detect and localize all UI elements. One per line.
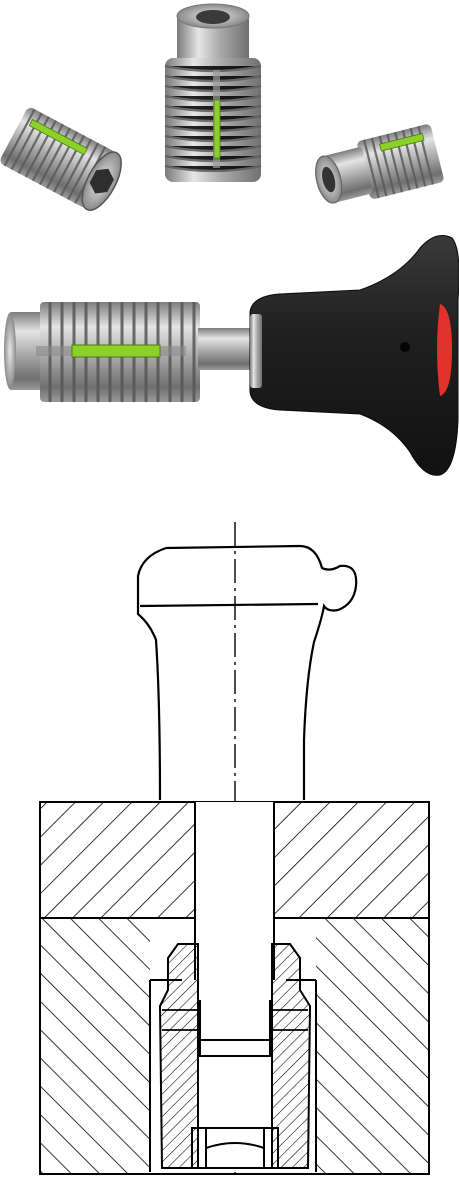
threaded-plunger-center	[164, 3, 262, 182]
plunger-with-t-handle	[4, 235, 459, 476]
small-threaded-plunger-left	[0, 108, 122, 211]
plunger-pin	[168, 1000, 302, 1169]
short-threaded-plunger-right	[315, 124, 444, 204]
plunger-sleeve	[158, 943, 312, 1169]
product-photo	[0, 3, 459, 476]
technical-drawing-section	[0, 500, 459, 1194]
handle-outline	[136, 544, 358, 801]
upper-plate	[39, 801, 430, 919]
lower-plate	[39, 917, 430, 1175]
cross-section-mounting-drawing	[39, 522, 430, 1178]
product-photo-section	[0, 0, 459, 500]
